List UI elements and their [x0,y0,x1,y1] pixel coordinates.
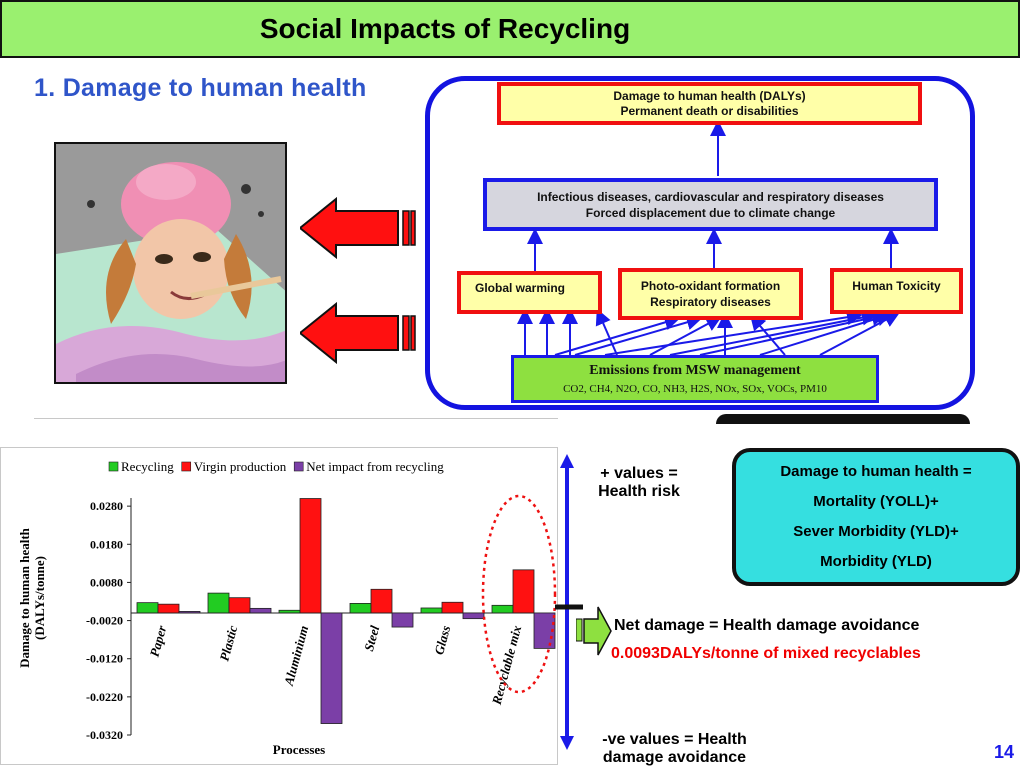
bar-net-impact-from-recycling [178,611,201,614]
chart-legend: Recycling Virgin production Net impact fro… [108,459,444,474]
legend-swatch [181,461,192,472]
health-definition-line3: Sever Morbidity (YLD)+ [793,523,959,540]
bar-virgin-production [370,588,393,614]
net-damage-text: Net damage = Health damage avoidance [614,617,920,634]
legend-label: Virgin production [194,459,287,474]
x-category-label: Steel [361,623,382,652]
diseases-box: Infectious diseases, cardiovascular and … [483,178,938,231]
bar-net-impact-from-recycling [533,612,556,649]
emissions-box-line2: CO2, CH4, N2O, CO, NH3, H2S, NOx, SOx, V… [563,383,827,395]
page-number: 14 [994,742,1015,762]
slide-title: Social Impacts of Recycling [259,13,631,44]
photo-oxidant-line1: Photo-oxidant formation [640,279,781,293]
legend-label: Recycling [121,459,174,474]
y-axis-label-line: Damage to human health [17,527,32,668]
bar-recycling [491,604,514,614]
bar-net-impact-from-recycling [320,612,343,724]
diagram-connectors [517,120,901,356]
x-category-label: Glass [431,624,453,656]
dalys-box-line1: Damage to human health (DALYs) [613,88,806,103]
x-category-label: Plastic [216,624,240,663]
green-arrow-icon [576,606,612,656]
negative-values-note: -ve values = Health damage avoidance [602,731,747,766]
sick-person-illustration [54,142,287,384]
positive-values-note: + values = Health risk [598,465,680,500]
bar-virgin-production [157,603,180,614]
y-tick-label: 0.0280 [90,499,123,513]
legend-swatch [293,461,304,472]
bar-recycling [136,602,159,614]
health-damage-chart: Recycling Virgin production Net impact fro… [0,447,558,765]
global-warming-box: Global warming [457,271,602,314]
global-warming-label: Global warming [475,281,566,295]
dark-strip [716,414,970,424]
red-arrow-upper-icon [300,197,416,259]
avoidance-value-text: 0.0093DALYs/tonne of mixed recyclables [611,645,921,662]
health-definition-box: Damage to human health = Mortality (YOLL… [732,448,1020,586]
health-definition-line1: Damage to human health = [780,463,972,480]
title-bar: Social Impacts of Recycling [0,0,1020,58]
bar-net-impact-from-recycling [391,612,414,628]
bar-virgin-production [299,498,322,614]
diseases-box-line2: Forced displacement due to climate chang… [585,205,836,220]
divider-line [34,418,558,419]
chart-canvas: Recycling Virgin production Net impact fro… [17,459,557,757]
bar-net-impact-from-recycling [249,607,272,614]
x-category-label: Aluminium [281,624,312,688]
bar-recycling [207,592,230,614]
y-tick-label: 0.0080 [90,575,123,589]
health-definition-line4: Morbidity (YLD) [820,553,932,570]
human-toxicity-box: Human Toxicity [830,268,963,314]
bar-virgin-production [441,601,464,614]
bar-recycling [420,607,443,614]
y-axis-label: Damage to human health(DALYs/tonne) [17,527,47,668]
legend-label: Net impact from recycling [306,459,444,474]
emissions-box-line1: Emissions from MSW management [589,363,801,378]
y-tick-label: -0.0020 [86,614,123,628]
y-tick-label: -0.0120 [86,652,123,666]
x-category-label: Paper [147,623,170,658]
y-tick-label: 0.0180 [90,537,123,551]
legend-swatch [108,461,119,472]
highlight-circle [481,494,557,694]
section-heading: 1. Damage to human health [34,74,367,102]
human-toxicity-label: Human Toxicity [852,279,941,293]
bar-recycling [349,603,372,614]
red-arrow-lower-icon [300,302,416,364]
dalys-box-line2: Permanent death or disabilities [620,103,799,118]
bar-virgin-production [512,569,535,614]
emissions-box: Emissions from MSW management CO2, CH4, … [511,355,879,403]
bar-recycling [278,609,301,614]
y-axis-label-line: (DALYs/tonne) [32,556,47,640]
photo-oxidant-box: Photo-oxidant formation Respiratory dise… [618,268,803,320]
dalys-box: Damage to human health (DALYs) Permanent… [497,82,922,125]
x-axis-label: Processes [273,742,325,757]
health-definition-line2: Mortality (YOLL)+ [813,493,939,510]
bar-net-impact-from-recycling [462,612,485,620]
y-tick-label: -0.0220 [86,690,123,704]
chart-bars [136,498,556,724]
bar-virgin-production [228,597,251,614]
y-tick-label: -0.0320 [86,728,123,742]
photo-oxidant-line2: Respiratory diseases [650,295,771,309]
diseases-box-line1: Infectious diseases, cardiovascular and … [537,189,884,204]
double-headed-arrow-icon [555,454,583,750]
